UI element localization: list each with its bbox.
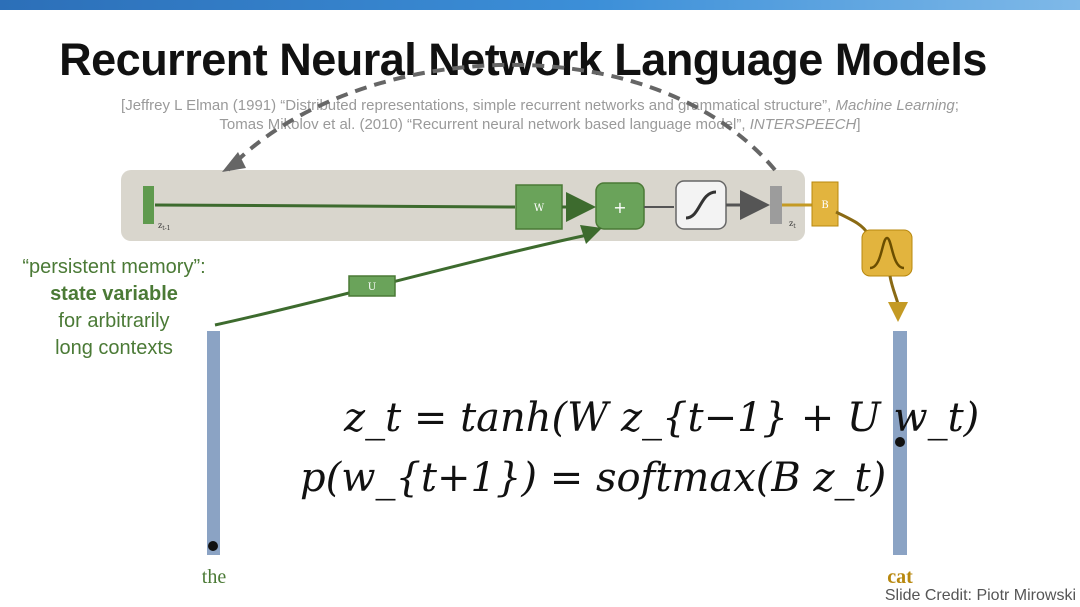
z-node bbox=[770, 186, 782, 224]
u-matrix-label: U bbox=[368, 282, 376, 293]
softmax-output-arrowhead bbox=[888, 302, 908, 322]
input-to-sum-line bbox=[214, 232, 593, 327]
reference-elman: [Jeffrey L Elman (1991) “Distributed rep… bbox=[121, 97, 959, 114]
z-label: zt bbox=[789, 219, 796, 230]
b-matrix-label: B bbox=[821, 200, 828, 211]
recurrence-arrowhead bbox=[222, 152, 246, 172]
sigmoid-icon bbox=[685, 190, 717, 220]
top-accent-bar bbox=[0, 0, 1080, 10]
input-to-sum-arrowhead bbox=[580, 225, 602, 244]
softmax-node bbox=[861, 229, 913, 277]
reference-mikolov: Tomas Mikolov et al. (2010) “Recurrent n… bbox=[219, 116, 861, 133]
b-to-softmax-line bbox=[835, 210, 870, 235]
output-word-label: cat bbox=[887, 566, 913, 588]
gaussian-icon bbox=[869, 236, 905, 270]
z-prev-node bbox=[143, 186, 154, 224]
softmax-to-output-line bbox=[888, 275, 900, 305]
equation-state-update: z_t = tanh(W z_{t−1} + U w_t) bbox=[344, 395, 980, 441]
z-prev-label: zt-1 bbox=[158, 221, 170, 232]
w-matrix-label: W bbox=[534, 203, 545, 214]
slide-title: Recurrent Neural Network Language Models bbox=[59, 34, 987, 85]
output-one-hot-dot bbox=[895, 437, 905, 447]
b-matrix-box bbox=[811, 181, 839, 227]
input-one-hot-dot bbox=[208, 541, 218, 551]
equation-softmax-output: p(w_{t+1}) = softmax(B z_t) bbox=[300, 455, 887, 501]
references: [Jeffrey L Elman (1991) “Distributed rep… bbox=[0, 96, 1080, 134]
input-word-label: the bbox=[201, 566, 227, 588]
input-word-vector bbox=[207, 331, 220, 555]
u-matrix-box bbox=[348, 275, 396, 297]
recurrence-dashed-arrow bbox=[226, 63, 777, 172]
sum-label: + bbox=[613, 198, 626, 217]
slide-credit: Slide Credit: Piotr Mirowski bbox=[884, 587, 1076, 604]
persistent-memory-caption: “persistent memory”: state variable for … bbox=[22, 256, 206, 359]
z-prev-to-w-line bbox=[154, 203, 516, 209]
